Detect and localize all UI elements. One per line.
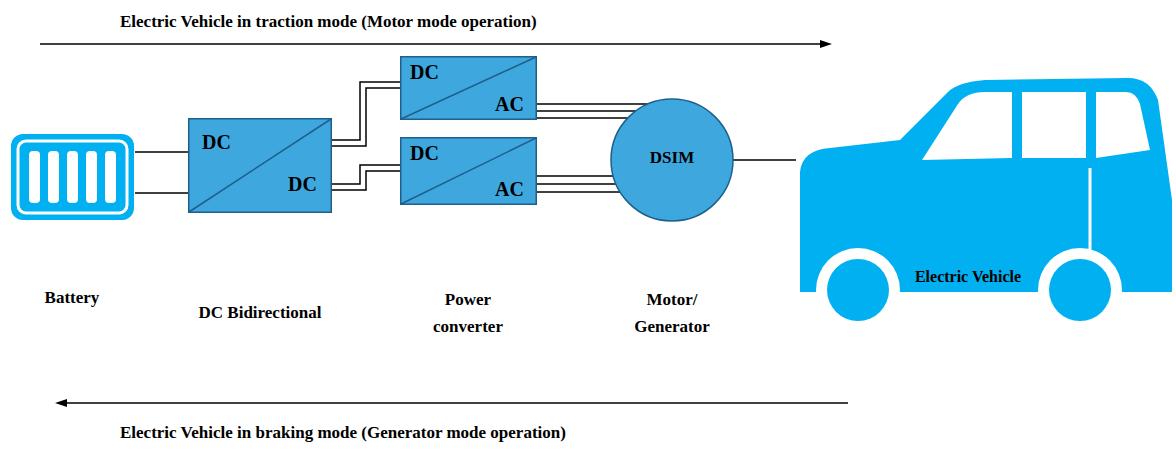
machine-name: DSIM	[650, 148, 694, 168]
machine-circle	[611, 99, 733, 221]
battery-icon: Battery	[10, 133, 135, 221]
power-line	[537, 176, 620, 192]
conductor	[537, 175, 613, 177]
converter-label: DC Bidirectional	[199, 303, 322, 323]
battery-cell	[86, 151, 97, 203]
conductor	[733, 159, 796, 161]
car-window	[1022, 92, 1086, 158]
car-window	[1096, 92, 1150, 158]
battery-icon-outline	[10, 133, 135, 221]
power-line	[332, 165, 400, 190]
conductor	[537, 103, 648, 105]
car-window	[922, 92, 1012, 160]
power-line	[135, 152, 188, 193]
converter-box	[401, 57, 537, 120]
traction-arrow	[40, 43, 822, 45]
battery-cell	[105, 151, 116, 203]
vehicle-illustration-outline	[796, 70, 1176, 332]
converter-label: Power converter	[420, 286, 516, 340]
battery-body	[11, 134, 134, 220]
mode-label: Electric Vehicle in traction mode (Motor…	[120, 12, 537, 32]
braking-arrow	[65, 402, 848, 404]
power-line	[733, 160, 796, 161]
converter-box	[189, 119, 332, 213]
conductor	[537, 191, 620, 193]
port-label: AC	[495, 92, 524, 116]
conductor	[537, 117, 628, 119]
conductor	[135, 192, 188, 194]
battery-cell	[48, 151, 59, 203]
car-wheel-hub	[827, 259, 889, 321]
conductor	[135, 151, 188, 153]
vehicle-illustration: Electric Vehicle	[796, 70, 1176, 332]
battery-label: Battery	[45, 288, 100, 308]
conductor	[537, 183, 616, 185]
battery-cell	[29, 151, 40, 203]
dc-ac-inverter: DC AC	[400, 56, 537, 120]
car-door-line	[1089, 168, 1092, 250]
port-label: DC	[410, 60, 439, 84]
converter-diagonal	[401, 138, 536, 204]
power-line	[332, 82, 400, 146]
port-label: DC	[288, 172, 317, 196]
dsim-machine: DSIMMotor/ Generator	[610, 98, 734, 222]
converter-diagonal	[401, 57, 536, 119]
battery-rim	[18, 141, 127, 213]
car-wheel	[816, 248, 900, 332]
port-label: DC	[410, 141, 439, 165]
machine-label: Motor/ Generator	[624, 286, 720, 340]
vehicle-label: Electric Vehicle	[915, 267, 1021, 286]
conductor	[332, 88, 400, 146]
dc-dc-converter: DCDCDC Bidirectional	[188, 118, 332, 213]
converter-box	[401, 138, 537, 205]
car-wheel	[1038, 248, 1122, 332]
conductor	[332, 171, 400, 190]
mode-label: Electric Vehicle in braking mode (Genera…	[120, 423, 566, 443]
car-wheel-hub	[1049, 259, 1111, 321]
battery-cell	[67, 151, 78, 203]
conductor	[537, 110, 636, 112]
braking-arrowhead	[55, 399, 67, 407]
port-label: DC	[202, 130, 231, 154]
port-label: AC	[495, 177, 524, 201]
traction-arrowhead	[820, 40, 832, 48]
dc-ac-inverter: DC AC	[400, 137, 537, 205]
converter-diagonal	[189, 119, 331, 212]
